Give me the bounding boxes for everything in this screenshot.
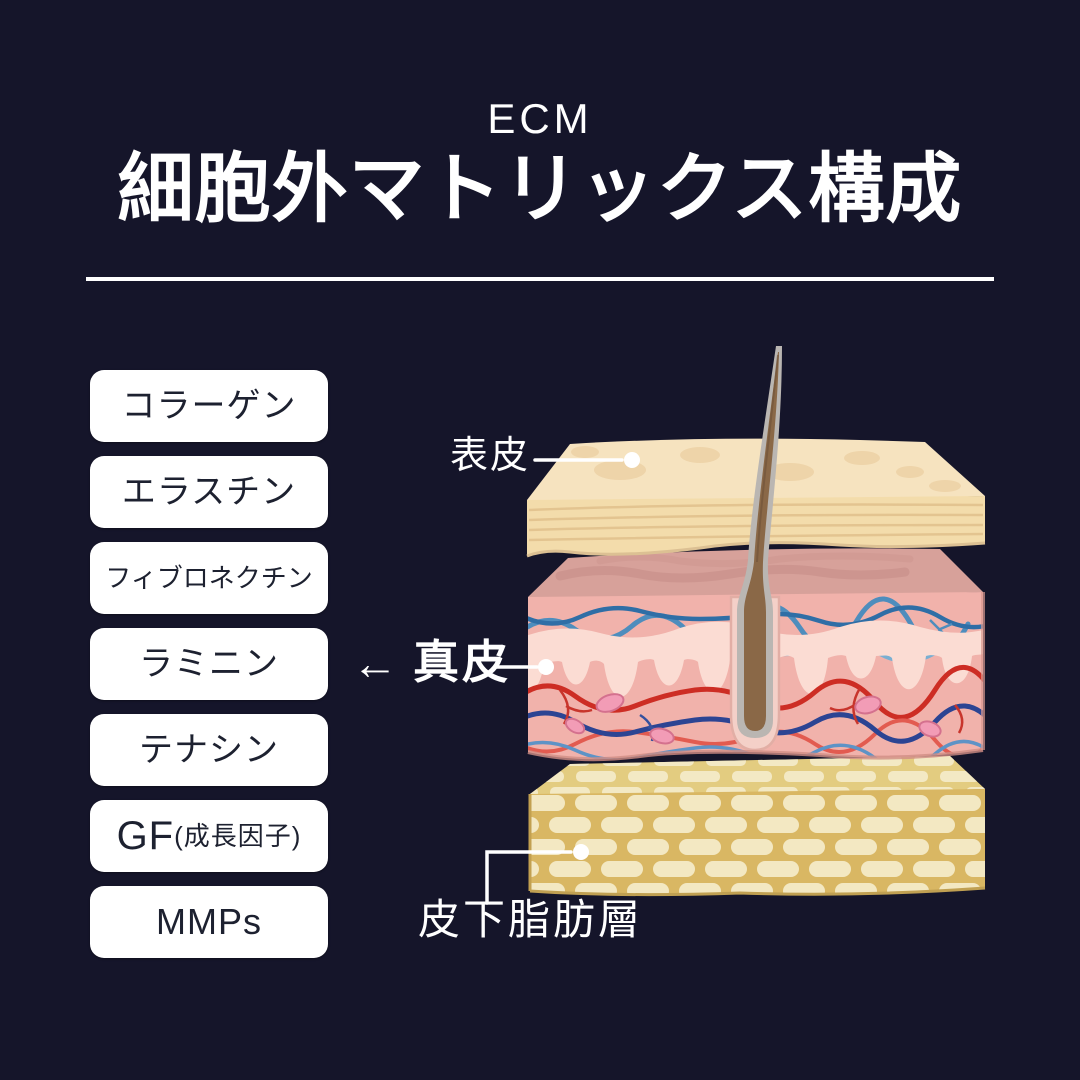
red-vessel <box>528 665 983 720</box>
list-item-elastin: エラスチン <box>90 456 328 528</box>
epidermis-texture <box>571 446 961 492</box>
list-item-mmps: MMPs <box>90 886 328 958</box>
list-item-tenascin: テナシン <box>90 714 328 786</box>
papillary-band <box>528 620 983 697</box>
list-item-label: テナシン <box>139 731 279 769</box>
dermis-dot <box>538 659 554 675</box>
hair-follicle <box>729 595 781 752</box>
list-item-label: エラスチン <box>121 473 297 511</box>
blue-vessel <box>528 596 971 654</box>
list-item-label: フィブロネクチン <box>105 563 313 593</box>
fat-dot <box>573 844 589 860</box>
epidermis-dot <box>624 452 640 468</box>
list-item-label: GF <box>116 814 175 858</box>
list-item-growth-factor: GF(成長因子) <box>90 800 328 872</box>
list-item-collagen: コラーゲン <box>90 370 328 442</box>
list-item-label: MMPs <box>156 901 262 942</box>
left-arrow-icon: ← <box>352 637 398 689</box>
list-item-label: ラミニン <box>139 645 279 683</box>
navy-vessel <box>528 703 983 744</box>
list-item-label: コラーゲン <box>121 387 297 425</box>
list-item-laminin: ラミニン <box>90 628 328 700</box>
epidermis-label: 表皮 <box>449 435 530 477</box>
dermis-label: 真皮 <box>413 636 511 688</box>
hair-shaft <box>737 346 782 738</box>
page-title: 細胞外マトリックス構成 <box>117 147 963 232</box>
list-item-fibronectin: フィブロネクチン <box>90 542 328 614</box>
subcutaneous-fat-layer <box>528 756 986 897</box>
subcutaneous-fat-label: 皮下脂肪層 <box>418 896 644 943</box>
ecm-component-list: コラーゲン エラスチン フィブロネクチン ラミニン テナシン GF(成長因子) … <box>90 370 328 958</box>
eyebrow-title: ECM <box>487 95 593 142</box>
title-divider <box>86 277 994 281</box>
list-item-sublabel: (成長因子) <box>174 821 302 851</box>
epidermis-layer <box>526 438 986 558</box>
